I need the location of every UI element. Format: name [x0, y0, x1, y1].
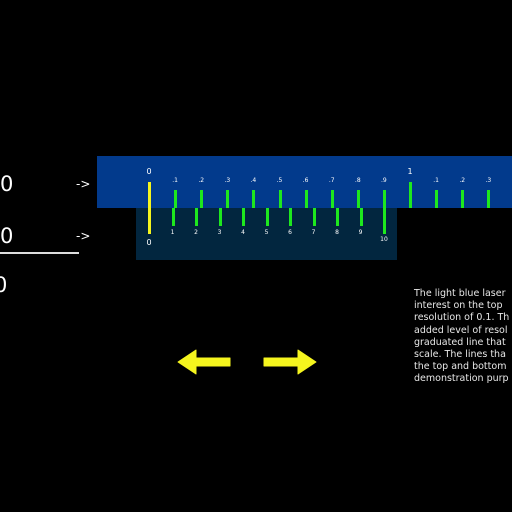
- vernier-scale-label: 10: [380, 236, 388, 243]
- description-line: scale. The lines tha: [414, 349, 506, 361]
- main-scale-tick: [252, 190, 256, 208]
- main-scale-label: .6: [302, 177, 309, 184]
- move-left-button[interactable]: [176, 348, 232, 376]
- vernier-scale[interactable]: 0 1 2 3 4 5 6 7 8 9 10: [136, 208, 397, 260]
- vernier-scale-label: 8: [335, 229, 339, 236]
- vernier-scale-tick: [265, 208, 269, 226]
- vernier-scale-tick: [289, 208, 292, 226]
- sum-readout-value: 0: [0, 273, 8, 297]
- bottom-readout-arrow: ->: [76, 229, 91, 243]
- bottom-readout-value: 0: [0, 224, 14, 248]
- vernier-scale-label: 3: [217, 229, 222, 236]
- main-scale-tick: [461, 190, 465, 208]
- vernier-scale-label: 4: [241, 229, 245, 236]
- vernier-scale-label: 1: [170, 229, 175, 236]
- vernier-scale-tick: [312, 208, 316, 226]
- sum-divider: [0, 252, 79, 254]
- main-scale-label: 0: [146, 167, 152, 176]
- main-scale-tick: [409, 182, 412, 208]
- vernier-scale-label: 9: [358, 229, 363, 236]
- main-scale-label: .5: [276, 177, 283, 184]
- vernier-scale-tick: [359, 208, 363, 226]
- vernier-scale-tick: [195, 208, 198, 226]
- main-scale-tick: [330, 190, 334, 208]
- vernier-scale-tick: [242, 208, 245, 226]
- main-scale-label: .9: [381, 177, 387, 184]
- main-scale-tick: [382, 190, 386, 208]
- main-scale-tick: [226, 190, 230, 208]
- vernier-scale-label: 2: [194, 229, 198, 236]
- main-scale-label: .3: [485, 177, 492, 184]
- vernier-scale-tick: [171, 208, 175, 226]
- vernier-scale-label: 0: [146, 238, 152, 247]
- main-scale-label: .1: [433, 177, 439, 184]
- main-scale-tick: [174, 190, 178, 208]
- top-readout-arrow: ->: [76, 177, 91, 191]
- description-line: added level of resol: [414, 324, 508, 336]
- main-scale-label: .8: [354, 177, 361, 184]
- main-scale-label: .2: [459, 177, 466, 184]
- description-line: interest on the top: [414, 300, 503, 312]
- vernier-scale-tick: [218, 208, 222, 226]
- main-scale-label: .7: [328, 177, 335, 184]
- main-scale-tick: [200, 190, 204, 208]
- main-scale-tick: [435, 190, 439, 208]
- vernier-scale-tick: [383, 208, 386, 234]
- description-line: the top and bottom: [414, 361, 507, 373]
- vernier-scale-label: 5: [264, 229, 269, 236]
- main-scale: 0 .1 .2 .3 .4 .5 .6 .7 .8 .9 1 .1 .2 .3: [97, 156, 512, 208]
- main-scale-tick: [487, 190, 491, 208]
- description-line: demonstration purp: [414, 373, 509, 385]
- main-scale-tick: [304, 190, 308, 208]
- main-scale-label: 1: [407, 167, 413, 176]
- description-line: resolution of 0.1. Th: [414, 312, 510, 324]
- move-right-button[interactable]: [262, 348, 318, 376]
- main-scale-zero-tick: [148, 182, 151, 208]
- top-readout-value: 0: [0, 172, 14, 196]
- arrow-right-icon: [263, 349, 317, 375]
- main-scale-label: .3: [224, 177, 231, 184]
- vernier-scale-label: 7: [311, 229, 316, 236]
- vernier-scale-zero-tick: [148, 208, 151, 234]
- main-scale-label: .4: [250, 177, 257, 184]
- main-scale-tick: [278, 190, 282, 208]
- main-scale-label: .1: [172, 177, 178, 184]
- description-line: The light blue laser: [414, 288, 506, 299]
- main-scale-label: .2: [198, 177, 205, 184]
- vernier-scale-tick: [336, 208, 339, 226]
- description-line: graduated line that: [414, 336, 506, 348]
- main-scale-tick: [356, 190, 360, 208]
- arrow-left-icon: [177, 349, 231, 375]
- vernier-scale-label: 6: [288, 229, 292, 236]
